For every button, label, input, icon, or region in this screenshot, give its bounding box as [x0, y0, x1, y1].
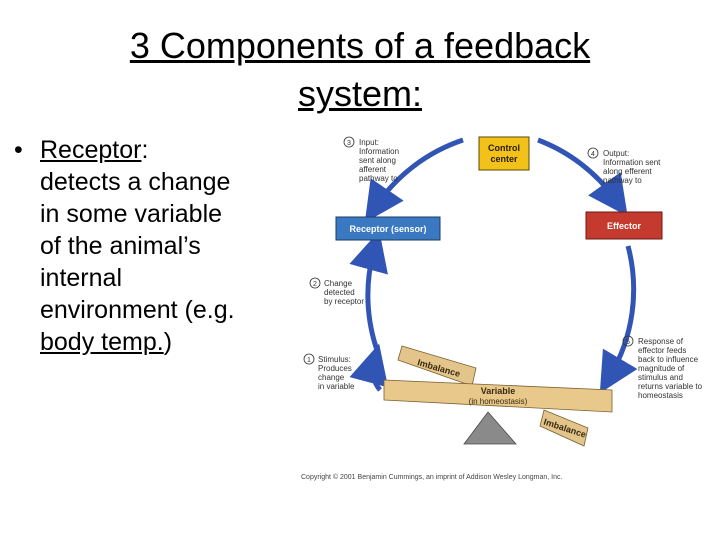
receptor-label: Receptor (sensor): [349, 224, 426, 234]
input-line-4: afferent: [359, 165, 387, 174]
title-line-2: system:: [297, 73, 422, 114]
receptor-box: [335, 216, 441, 241]
output-line-3: along efferent: [603, 167, 653, 176]
stimulus-line-1: Stimulus:: [318, 355, 351, 364]
fulcrum: [463, 411, 517, 445]
response-line-2: effector feeds: [638, 346, 686, 355]
arrow-stimulus: [349, 343, 389, 392]
step-5-marker: [622, 335, 634, 347]
arrow-input: [364, 137, 464, 223]
def-line-2: in some variable: [40, 200, 223, 228]
output-line-1: Output:: [603, 149, 629, 158]
detected-line-3: by receptor: [324, 297, 364, 306]
arrow-response: [599, 245, 638, 394]
def-line-3: of the animal’s: [40, 232, 201, 260]
control-center-label-2: center: [490, 154, 518, 164]
control-center-box: [478, 136, 530, 171]
arrow-detected: [349, 230, 388, 354]
variable-beam: [383, 379, 613, 413]
stimulus-line-3: change: [318, 373, 345, 382]
step-2-marker: [309, 277, 321, 289]
response-line-1: Response of: [638, 337, 684, 346]
response-line-3: back to influence: [638, 355, 699, 364]
detected-caption: Change detected by receptor: [324, 279, 364, 306]
step-5-number: 5: [626, 339, 630, 346]
detected-line-1: Change: [324, 279, 353, 288]
input-caption: Input: Information sent along afferent p…: [359, 138, 399, 183]
variable-sub-label: (in homeostasis): [469, 397, 528, 406]
output-caption: Output: Information sent along efferent …: [603, 149, 661, 185]
input-line-5: pathway to: [359, 174, 398, 183]
step-1-marker: [303, 353, 315, 365]
bullet-text: Receptor: detects a change in some varia…: [40, 134, 302, 358]
stimulus-caption: Stimulus: Produces change in variable: [318, 355, 355, 391]
detected-line-2: detected: [324, 288, 355, 297]
def-line-4: internal: [40, 264, 122, 292]
bullet-term-colon: :: [141, 136, 149, 164]
response-caption: Response of effector feeds back to influ…: [638, 337, 703, 400]
output-line-4: pathway to: [603, 176, 642, 185]
step-3-marker: [343, 136, 355, 148]
step-2-number: 2: [313, 281, 317, 288]
response-line-6: returns variable to: [638, 382, 703, 391]
step-4-marker: [587, 147, 599, 159]
step-4-number: 4: [591, 151, 595, 158]
imbalance-plank-right: [539, 409, 589, 447]
input-line-2: Information: [359, 147, 399, 156]
bullet-icon: •: [14, 136, 23, 164]
def-line-6-end: ): [163, 328, 173, 356]
response-line-7: homeostasis: [638, 391, 683, 400]
title-line-1: 3 Components of a feedback: [129, 25, 591, 66]
copyright-text: Copyright © 2001 Benjamin Cummings, an i…: [301, 473, 562, 481]
control-center-label-1: Control: [488, 143, 520, 153]
stimulus-line-4: in variable: [318, 382, 355, 391]
response-line-5: stimulus and: [638, 373, 683, 382]
stimulus-line-2: Produces: [318, 364, 352, 373]
slide-title: 3 Components of a feedback system:: [60, 22, 660, 118]
arrow-output: [537, 137, 628, 217]
effector-label: Effector: [607, 221, 642, 231]
input-line-1: Input:: [359, 138, 379, 147]
output-line-2: Information sent: [603, 158, 661, 167]
def-line-6-underlined: body temp.: [40, 328, 164, 356]
def-line-5: environment (e.g.: [40, 296, 235, 324]
step-1-number: 1: [307, 357, 311, 364]
response-line-4: magnitude of: [638, 364, 685, 373]
input-line-3: sent along: [359, 156, 396, 165]
feedback-loop-diagram: Control center Receptor (sensor) Effecto…: [301, 136, 703, 481]
step-3-number: 3: [347, 140, 351, 147]
variable-label: Variable: [481, 386, 516, 396]
bullet-term: Receptor: [40, 136, 142, 164]
effector-box: [585, 211, 663, 240]
def-line-1: detects a change: [40, 168, 231, 196]
